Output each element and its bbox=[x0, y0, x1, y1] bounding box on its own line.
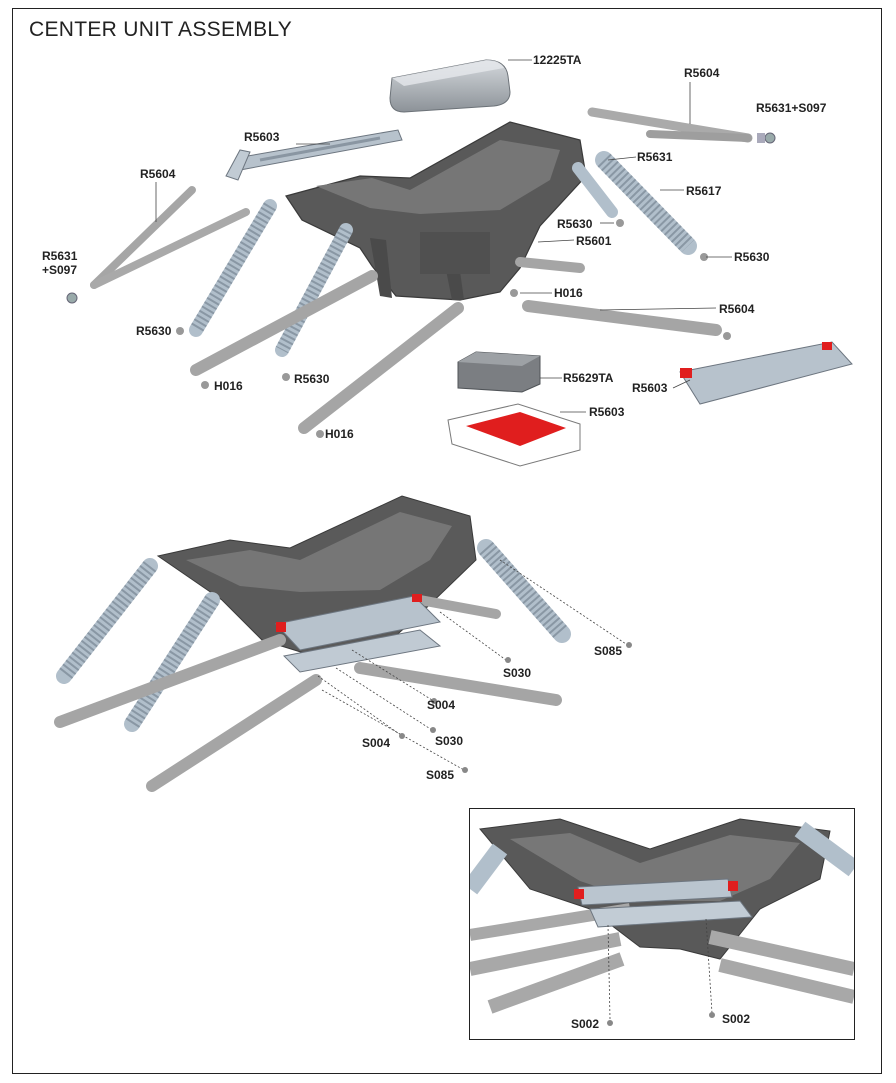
callout-s085-bottom: S085 bbox=[426, 768, 455, 782]
top-right-link-part bbox=[587, 107, 776, 144]
left-link-part bbox=[66, 186, 250, 304]
assembled-links bbox=[54, 595, 562, 792]
callout-s002-inset-left: S002 bbox=[571, 1017, 600, 1031]
assembled-shocks bbox=[56, 539, 571, 732]
callout-r5631-left: R5631 bbox=[42, 249, 78, 263]
small-fasteners bbox=[176, 219, 731, 438]
callout-s004-left: S004 bbox=[362, 736, 391, 750]
leader-lines bbox=[155, 59, 732, 413]
top-bumper-part bbox=[225, 129, 403, 181]
assembled-screws bbox=[399, 642, 632, 773]
inset-detail-drawing bbox=[462, 818, 860, 1026]
callout-r5604-top: R5604 bbox=[684, 66, 720, 80]
callout-r5631: R5631 bbox=[637, 150, 673, 164]
page-border bbox=[12, 8, 882, 1074]
callout-s030-center: S030 bbox=[503, 666, 532, 680]
battery-part bbox=[389, 59, 511, 113]
callout-r5604-lower: R5604 bbox=[719, 302, 755, 316]
callout-h016-center: H016 bbox=[554, 286, 583, 300]
callout-r5630-outer: R5630 bbox=[734, 250, 770, 264]
callout-s004-center: S004 bbox=[427, 698, 456, 712]
callout-r5630-left: R5630 bbox=[136, 324, 172, 338]
callout-h016-lower: H016 bbox=[325, 427, 354, 441]
callout-s097-left: +S097 bbox=[42, 263, 78, 277]
assembled-bumper bbox=[275, 594, 442, 673]
esc-part bbox=[457, 351, 541, 393]
callout-r5630-lower: R5630 bbox=[294, 372, 330, 386]
callout-h016-left: H016 bbox=[214, 379, 243, 393]
callout-r5617: R5617 bbox=[686, 184, 722, 198]
assembled-leader-lines bbox=[317, 559, 627, 771]
callout-12225ta: 12225TA bbox=[533, 53, 582, 67]
callout-r5604-left: R5604 bbox=[140, 167, 176, 181]
callout-r5631-s097-top: R5631+S097 bbox=[756, 101, 827, 115]
lower-links-part bbox=[190, 257, 722, 434]
left-shock-part bbox=[189, 199, 277, 337]
callout-r5603-right: R5603 bbox=[632, 381, 668, 395]
battery-tray-part bbox=[447, 403, 581, 467]
detail-inset bbox=[462, 808, 860, 1040]
center-shock-part bbox=[275, 223, 353, 357]
right-shock-part bbox=[572, 151, 697, 255]
callout-s085-right: S085 bbox=[594, 644, 623, 658]
callout-s030-lower: S030 bbox=[435, 734, 464, 748]
chassis-frame-part bbox=[285, 121, 587, 301]
callout-s002-inset-right: S002 bbox=[722, 1012, 751, 1026]
callout-r5603-tray: R5603 bbox=[589, 405, 625, 419]
callout-r5630-inner: R5630 bbox=[557, 217, 593, 231]
callout-r5629ta: R5629TA bbox=[563, 371, 614, 385]
page-title: CENTER UNIT ASSEMBLY bbox=[29, 18, 293, 41]
callout-r5603-top: R5603 bbox=[244, 130, 280, 144]
callout-r5601: R5601 bbox=[576, 234, 612, 248]
right-bumper-part bbox=[679, 341, 853, 405]
